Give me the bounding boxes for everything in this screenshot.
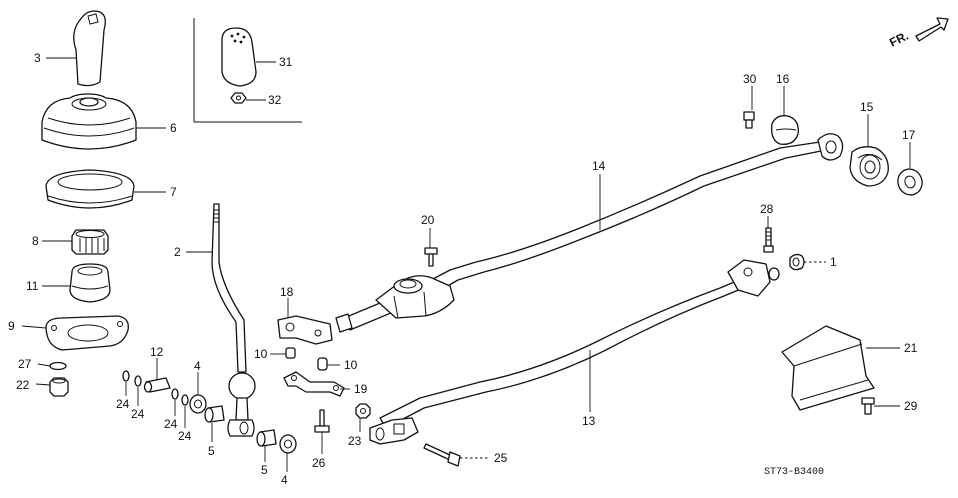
callout-10a: 10 [254, 347, 268, 361]
shift-bushing [69, 263, 111, 303]
bolt-28 [763, 227, 774, 253]
callout-32: 32 [268, 93, 282, 107]
callout-10b: 10 [344, 358, 358, 372]
callout-22: 22 [16, 378, 30, 392]
callout-24a: 24 [116, 397, 130, 411]
callout-30: 30 [743, 72, 757, 86]
bushing-10b [317, 357, 328, 371]
callout-14: 14 [592, 159, 606, 173]
bolt-26 [314, 409, 330, 433]
bushing-10a [285, 347, 296, 359]
shift-lever [211, 203, 256, 437]
leader-lines [21, 57, 911, 472]
nut-23 [355, 403, 371, 419]
callout-13: 13 [582, 414, 596, 428]
select-rod [369, 259, 780, 445]
collar-5a [204, 405, 225, 423]
shift-knob-alternate [221, 27, 257, 87]
washer-24b [134, 375, 142, 387]
callout-24b: 24 [131, 407, 145, 421]
knob-nut [230, 92, 247, 104]
shift-collar [71, 229, 109, 255]
callout-8: 8 [32, 234, 39, 248]
callout-6: 6 [170, 121, 177, 135]
bolt-29 [861, 397, 875, 415]
washer-17 [897, 168, 923, 196]
boot-ring [45, 169, 135, 209]
callout-26: 26 [312, 456, 326, 470]
callout-4a: 4 [194, 359, 201, 373]
bolt-20 [424, 247, 438, 267]
callout-3: 3 [34, 51, 41, 65]
bolt-25 [423, 443, 461, 467]
drawing-code: ST73-B3400 [764, 467, 824, 478]
callout-5b: 5 [261, 463, 268, 477]
rod-clip [789, 253, 805, 271]
collar-5b [256, 429, 277, 447]
flange-nut [49, 377, 69, 397]
rubber-mount [771, 115, 799, 145]
callout-2: 2 [174, 245, 181, 259]
front-direction-arrow-icon [915, 17, 949, 42]
callout-1: 1 [830, 255, 837, 269]
rod-bushing [849, 146, 889, 187]
callout-27: 27 [18, 357, 32, 371]
heat-shield [781, 325, 875, 411]
callout-31: 31 [279, 55, 293, 69]
callout-24c: 24 [164, 417, 178, 431]
lever-bracket [277, 315, 333, 345]
callout-labels: 3 31 32 6 7 8 11 9 27 22 2 12 24 24 24 2… [8, 51, 918, 487]
callout-9: 9 [8, 319, 15, 333]
shift-knob [73, 10, 106, 87]
callout-19: 19 [354, 382, 368, 396]
shift-plate [45, 315, 129, 351]
callout-15: 15 [860, 100, 874, 114]
pivot-pin [143, 377, 171, 393]
link-plate [283, 371, 345, 397]
callout-18: 18 [280, 285, 294, 299]
washer-24d [181, 394, 189, 406]
callout-24d: 24 [178, 429, 192, 443]
callout-21: 21 [904, 341, 918, 355]
callout-17: 17 [902, 128, 916, 142]
callout-28: 28 [760, 202, 774, 216]
front-direction-label: FR. [887, 29, 911, 50]
bushing-4b [279, 434, 297, 454]
callout-12: 12 [150, 345, 164, 359]
callout-20: 20 [421, 213, 435, 227]
washer-24c [171, 388, 179, 400]
bushing-4a [189, 394, 207, 414]
callout-4b: 4 [281, 473, 288, 487]
bolt-30 [743, 111, 755, 129]
shift-rod [335, 133, 844, 333]
washer [49, 361, 67, 371]
inset-frame [193, 18, 302, 123]
callout-23: 23 [348, 434, 362, 448]
callout-7: 7 [170, 185, 177, 199]
callout-5a: 5 [208, 444, 215, 458]
callout-11: 11 [26, 279, 39, 293]
callout-29: 29 [904, 399, 918, 413]
callout-16: 16 [776, 72, 790, 86]
callout-25: 25 [494, 451, 508, 465]
washer-24a [122, 370, 130, 382]
shift-boot [41, 93, 137, 150]
